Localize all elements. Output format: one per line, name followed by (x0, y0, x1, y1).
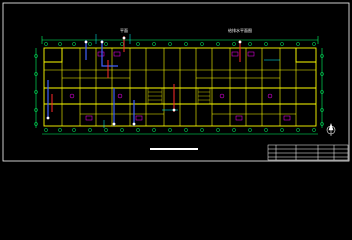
axis-bubbles-top (44, 42, 316, 46)
axis-bubbles-side (34, 54, 324, 126)
title-block (267, 144, 349, 161)
water-supply-pipes (47, 40, 135, 126)
drawing-sheet (2, 2, 350, 162)
sanitary-fixtures (69, 51, 291, 121)
interior-partitions (44, 48, 316, 126)
top-dimension-line (41, 36, 319, 44)
scale-bar (150, 148, 198, 150)
axis-ticks (35, 48, 323, 135)
axis-bubbles-bottom (44, 128, 316, 132)
north-arrow-icon (326, 123, 336, 136)
riser-nodes (46, 36, 242, 126)
stair-blocks (147, 87, 211, 105)
header-right-label: 给排水平面图 (228, 28, 252, 33)
sheet-border (2, 2, 350, 162)
header-left-label: 平面 (120, 28, 128, 33)
